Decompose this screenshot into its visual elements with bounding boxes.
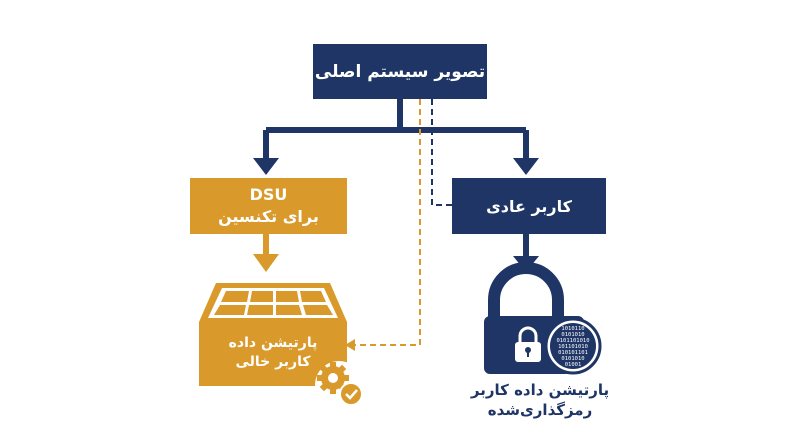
binary-digits-line: 0101101010: [556, 338, 589, 344]
encrypted-partition-line1: پارتیشن داده کاربر: [470, 381, 610, 399]
empty-partition-line1: پارتیشن داده: [228, 335, 318, 351]
binary-digits-line: 0101010: [561, 332, 584, 338]
binary-digits-line: 01001: [565, 362, 582, 368]
encrypted-partition-line2: رمزگذاری‌شده: [487, 401, 593, 419]
arrow-to-dsu: [253, 158, 279, 175]
dashed-gold-connector: [353, 99, 421, 346]
small-lock-icon: [515, 326, 541, 362]
dsu-subtitle: برای تکنسین: [218, 207, 319, 226]
binary-digits-line: 101101010: [558, 344, 588, 350]
encrypted-partition-label: پارتیشن داده کاربر رمزگذاری‌شده: [470, 380, 610, 420]
normal-user-node: کاربر عادی: [452, 178, 606, 234]
arrow-to-user: [513, 158, 539, 175]
binary-circle-icon: 1010110010101001011010101011010100101011…: [544, 317, 602, 375]
dsu-title: DSU: [249, 185, 288, 204]
empty-partition-line2: کاربر خالی: [235, 354, 311, 370]
empty-partition-label: پارتیشن داده کاربر خالی: [203, 334, 343, 372]
dashed-arrow-head: [345, 339, 355, 351]
normal-user-label: کاربر عادی: [486, 196, 572, 216]
gear-check-icon: [315, 361, 363, 409]
tree-connector: [263, 99, 529, 258]
arrow-to-disk: [253, 254, 279, 272]
binary-digits-line: 010101101: [558, 350, 588, 356]
dashed-navy-connector: [431, 99, 452, 206]
main-system-label: تصویر سیستم اصلی: [314, 61, 486, 82]
dsu-node: DSU برای تکنسین: [190, 178, 347, 234]
binary-digits-line: 1010110: [561, 326, 584, 332]
main-system-node: تصویر سیستم اصلی: [313, 44, 487, 99]
binary-digits-line: 0101010: [561, 356, 584, 362]
